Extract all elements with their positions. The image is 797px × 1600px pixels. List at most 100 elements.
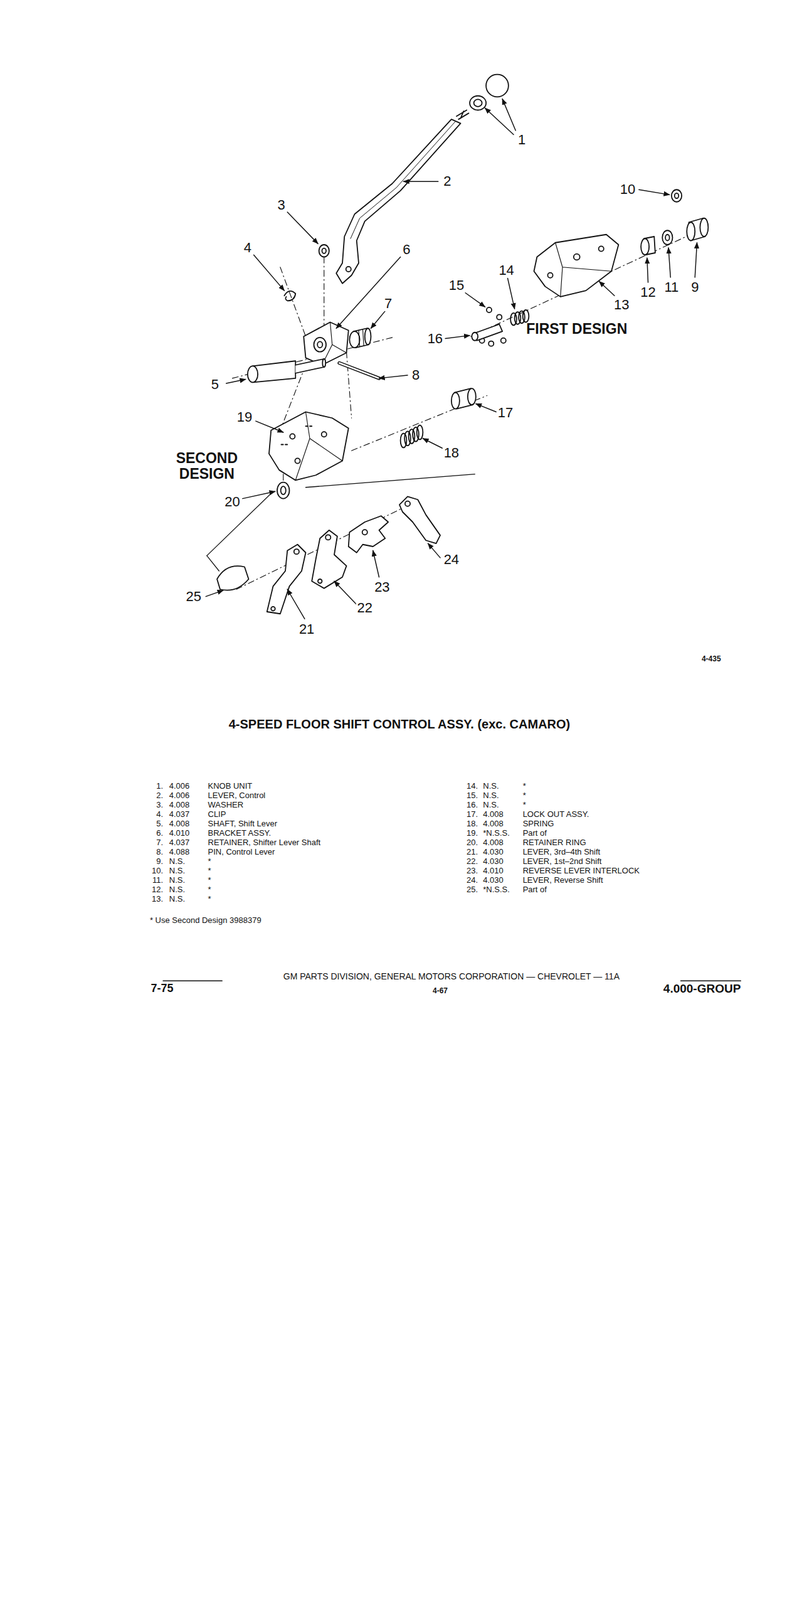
callout-number: 12 bbox=[638, 284, 657, 300]
footnote: * Use Second Design 3988379 bbox=[149, 915, 262, 925]
footer-date: 7-75 bbox=[151, 981, 174, 995]
table-cell: 19. bbox=[466, 828, 478, 838]
callout-number: 22 bbox=[356, 599, 374, 615]
table-cell: 4.006 bbox=[169, 781, 191, 791]
table-cell: 3. bbox=[156, 800, 164, 809]
callout-number: 9 bbox=[689, 279, 700, 295]
table-cell: N.S. bbox=[169, 894, 185, 903]
table-cell: 5. bbox=[156, 818, 164, 828]
table-cell: REVERSE LEVER INTERLOCK bbox=[522, 865, 640, 875]
table-cell: 15. bbox=[466, 790, 478, 800]
callout-number: 25 bbox=[184, 588, 203, 604]
callout-number: 21 bbox=[297, 621, 316, 637]
table-cell: 4.008 bbox=[482, 818, 504, 828]
table-cell: 4.037 bbox=[169, 837, 191, 847]
callout-number: 1 bbox=[516, 132, 527, 148]
table-cell: 2. bbox=[156, 790, 164, 800]
table-cell: 4.088 bbox=[169, 847, 191, 856]
table-cell: 10. bbox=[151, 865, 164, 875]
callout-number: 7 bbox=[383, 295, 394, 312]
table-cell: RETAINER, Shifter Lever Shaft bbox=[208, 837, 322, 847]
figure-id: 4-435 bbox=[701, 655, 722, 664]
table-cell: N.S. bbox=[169, 865, 185, 875]
table-cell: PIN, Control Lever bbox=[208, 847, 276, 856]
table-cell: 4.008 bbox=[482, 809, 504, 819]
page-number: 4-67 bbox=[432, 986, 448, 995]
table-cell: Part of bbox=[522, 884, 547, 894]
table-cell: 1. bbox=[156, 781, 164, 791]
table-cell: N.S. bbox=[169, 856, 185, 866]
callout-number: 17 bbox=[496, 405, 515, 421]
table-cell: * bbox=[208, 865, 212, 875]
table-cell: 18. bbox=[466, 818, 478, 828]
table-cell: SHAFT, Shift Lever bbox=[208, 818, 278, 828]
table-cell: 4.006 bbox=[169, 790, 191, 800]
table-cell: N.S. bbox=[169, 875, 185, 885]
table-cell: *N.S.S. bbox=[482, 828, 510, 838]
footer-group: 4.000-GROUP bbox=[663, 981, 742, 996]
table-cell: KNOB UNIT bbox=[208, 781, 253, 791]
design-label: SECOND DESIGN bbox=[163, 449, 251, 482]
table-cell: 14. bbox=[466, 781, 478, 791]
table-cell: 20. bbox=[466, 837, 478, 847]
callout-number: 16 bbox=[426, 330, 444, 346]
table-cell: 4.030 bbox=[482, 875, 504, 885]
table-cell: 22. bbox=[466, 856, 478, 866]
table-cell: 4.037 bbox=[169, 809, 191, 819]
table-cell: 16. bbox=[466, 800, 478, 809]
table-cell: 4.030 bbox=[482, 856, 504, 866]
table-cell: * bbox=[522, 781, 527, 791]
callout-number: 24 bbox=[442, 551, 461, 567]
design-label: FIRST DESIGN bbox=[526, 321, 628, 337]
table-cell: 4. bbox=[156, 809, 164, 819]
table-cell: 6. bbox=[156, 828, 164, 838]
callout-number: 2 bbox=[442, 173, 453, 189]
table-cell: 4.008 bbox=[169, 800, 191, 809]
table-cell: 9. bbox=[156, 856, 164, 866]
table-cell: N.S. bbox=[169, 884, 185, 894]
table-cell: BRACKET ASSY. bbox=[208, 828, 272, 838]
table-cell: 4.010 bbox=[169, 828, 191, 838]
table-cell: RETAINER RING bbox=[522, 837, 587, 847]
table-cell: 25. bbox=[466, 884, 478, 894]
table-cell: N.S. bbox=[482, 781, 499, 791]
table-cell: * bbox=[208, 875, 212, 885]
table-cell: LEVER, 1st–2nd Shift bbox=[522, 856, 602, 866]
table-cell: 4.030 bbox=[482, 847, 504, 856]
table-cell: * bbox=[208, 884, 212, 894]
table-cell: 8. bbox=[156, 847, 164, 856]
table-cell: 13. bbox=[151, 894, 164, 903]
callout-number: 13 bbox=[612, 297, 631, 313]
callout-number: 6 bbox=[401, 242, 412, 258]
callout-number: 19 bbox=[235, 409, 254, 425]
callout-number: 15 bbox=[447, 277, 466, 293]
callout-number: 5 bbox=[210, 376, 221, 392]
table-cell: *N.S.S. bbox=[482, 884, 510, 894]
callout-number: 3 bbox=[275, 197, 286, 213]
footer-text: GM PARTS DIVISION, GENERAL MOTORS CORPOR… bbox=[283, 971, 620, 981]
table-cell: LOCK OUT ASSY. bbox=[522, 809, 590, 819]
table-cell: N.S. bbox=[482, 800, 499, 809]
table-cell: 24. bbox=[466, 875, 478, 885]
callout-number: 20 bbox=[223, 493, 241, 509]
page-title: 4-SPEED FLOOR SHIFT CONTROL ASSY. (exc. … bbox=[228, 716, 571, 731]
table-cell: * bbox=[522, 790, 527, 800]
table-cell: SPRING bbox=[522, 818, 555, 828]
callout-number: 4 bbox=[242, 240, 253, 256]
table-cell: LEVER, Reverse Shift bbox=[522, 875, 604, 885]
table-cell: LEVER, 3rd–4th Shift bbox=[522, 847, 601, 856]
table-cell: 23. bbox=[466, 865, 478, 875]
callout-number: 18 bbox=[442, 444, 461, 460]
callout-number: 11 bbox=[662, 279, 680, 295]
table-cell: LEVER, Control bbox=[208, 790, 266, 800]
callout-number: 14 bbox=[497, 262, 515, 278]
table-cell: 4.010 bbox=[482, 865, 504, 875]
table-cell: 17. bbox=[466, 809, 478, 819]
table-cell: N.S. bbox=[482, 790, 499, 800]
table-cell: 12. bbox=[151, 884, 164, 894]
callout-number: 8 bbox=[410, 367, 421, 383]
table-cell: * bbox=[208, 856, 212, 866]
table-cell: 4.008 bbox=[169, 818, 191, 828]
table-cell: Part of bbox=[522, 828, 547, 838]
